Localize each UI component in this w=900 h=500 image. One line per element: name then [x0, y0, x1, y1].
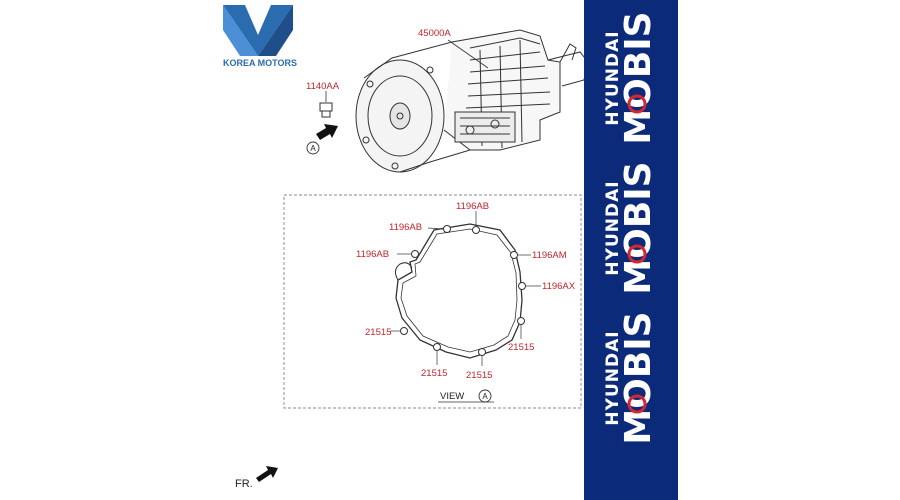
mobis-accent-ring: [627, 94, 647, 114]
label-1196ab-top: 1196AB: [456, 201, 489, 212]
gasket-drawing: [394, 223, 523, 359]
leader-line: [427, 227, 444, 230]
view-caption: VIEW: [440, 391, 464, 402]
gasket-hole: [411, 250, 419, 258]
label-21515-right: 21515: [508, 342, 534, 353]
brand-hyundai-text: HYUNDAI: [603, 330, 623, 425]
transmission-drawing: [355, 29, 589, 173]
view-marker-letter: A: [310, 144, 316, 153]
label-1196ab-left: 1196AB: [356, 249, 389, 260]
view-caption-letter: A: [482, 392, 488, 401]
front-direction-label: FR.: [235, 478, 253, 490]
brand-hyundai-text: HYUNDAI: [603, 30, 623, 125]
label-21515-left: 21515: [365, 327, 391, 338]
gasket-hole: [433, 343, 441, 351]
front-arrow-icon: [256, 466, 278, 482]
gasket-hole: [478, 348, 486, 356]
label-21515-bottom-right: 21515: [466, 370, 492, 381]
gasket-hole: [517, 317, 525, 325]
mobis-accent-ring: [627, 244, 647, 264]
label-1196ax: 1196AX: [542, 281, 576, 292]
brand-mobis-text: MOBIS: [618, 161, 659, 294]
label-21515-bottom-left: 21515: [421, 368, 447, 379]
leader-line-45000a: [447, 39, 489, 69]
gasket-hole: [443, 225, 451, 233]
mobis-accent-ring: [627, 394, 647, 414]
label-1140aa: 1140AA: [306, 81, 340, 92]
brand-hyundai-text: HYUNDAI: [603, 180, 623, 275]
gasket-hole: [510, 251, 518, 259]
brand-mobis-text: MOBIS: [618, 11, 659, 144]
bolt-icon: [319, 102, 333, 118]
label-1196ab-upper-left: 1196AB: [389, 222, 422, 233]
view-marker-circle: [306, 141, 320, 155]
logo-text: KOREA MOTORS: [223, 58, 297, 68]
gasket-hole: [518, 282, 526, 290]
view-arrow-icon: [316, 124, 338, 140]
label-1196am: 1196AM: [532, 250, 567, 261]
label-45000a: 45000A: [418, 28, 451, 39]
brand-mobis-text: MOBIS: [618, 311, 659, 444]
gasket-hole: [400, 327, 408, 335]
korea-motors-logo: KOREA MOTORS: [223, 5, 297, 68]
gasket-hole: [472, 226, 480, 234]
